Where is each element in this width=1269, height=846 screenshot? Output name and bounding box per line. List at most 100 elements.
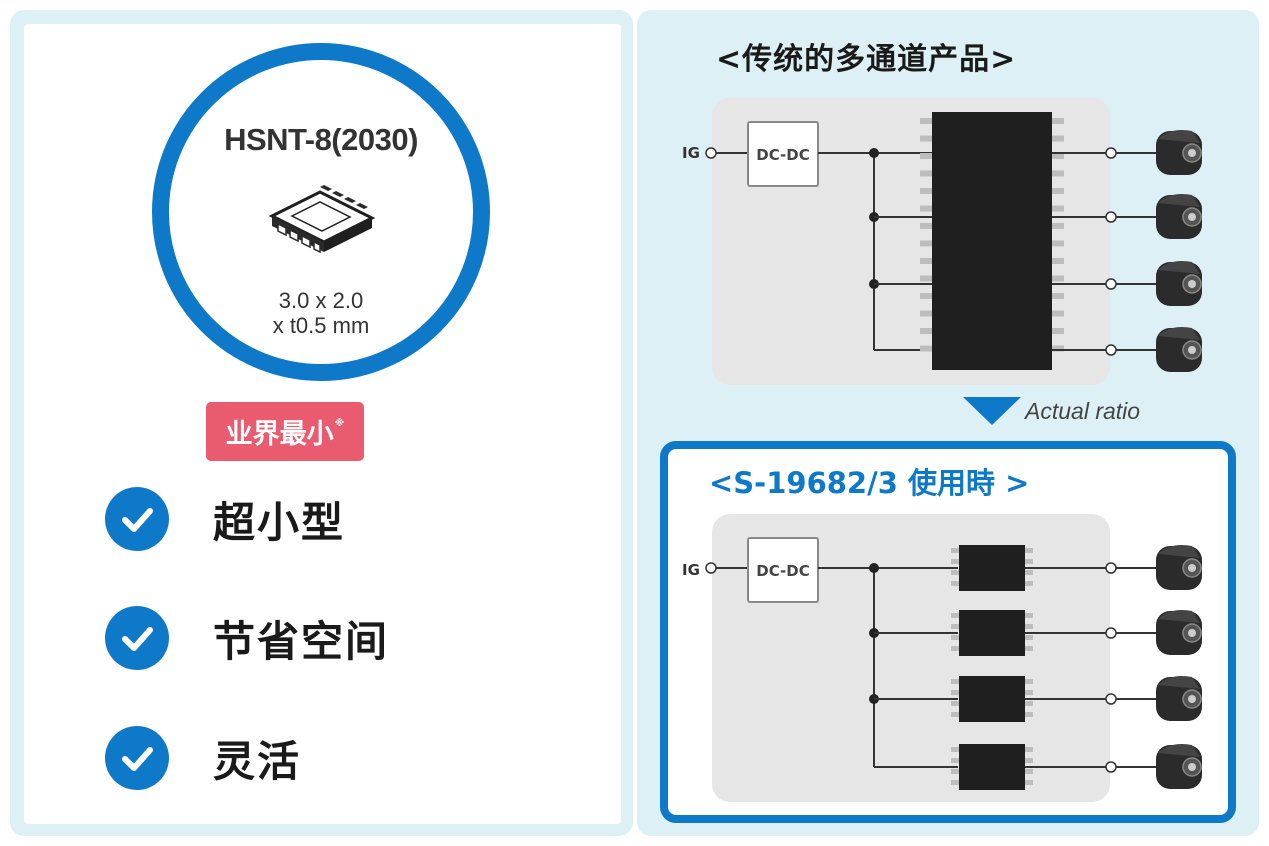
camera-module-icon (1156, 545, 1202, 590)
ic-pin (951, 747, 959, 752)
traditional-product-title: <传统的多通道产品> (716, 42, 1017, 77)
ic-pin (920, 328, 932, 334)
ic-pin (951, 712, 959, 717)
ic-pin (1025, 690, 1033, 695)
ic-pin (951, 581, 959, 586)
ic-pin (951, 780, 959, 785)
ic-pin (951, 701, 959, 706)
ic-pin (1025, 780, 1033, 785)
ic-pin (1052, 275, 1064, 282)
output-terminal (1105, 562, 1117, 574)
ic-pin (920, 135, 932, 142)
output-terminal (1105, 344, 1117, 356)
dc-dc-label: DC-DC (756, 146, 810, 164)
ic-pin (951, 548, 959, 553)
ig-terminal (705, 562, 717, 574)
ic-pin (951, 635, 959, 640)
ig-terminal (705, 147, 717, 159)
output-terminal (1105, 693, 1117, 705)
ic-pin (1025, 559, 1033, 564)
ic-pin (1025, 701, 1033, 706)
camera-module-icon (1156, 130, 1202, 175)
ic-pin (951, 690, 959, 695)
actual-ratio-label: Actual ratio (1025, 398, 1141, 424)
camera-module-icon (1156, 327, 1202, 372)
ic-pin (920, 223, 932, 229)
camera-module-icon (1156, 194, 1202, 239)
ic-pin (1025, 548, 1033, 553)
ic-pin (1052, 118, 1064, 124)
ic-pin (1052, 223, 1064, 229)
ic-pin (1025, 635, 1033, 640)
dc-dc-converter-box (747, 537, 819, 603)
ic-pin (951, 758, 959, 763)
output-terminal (1105, 761, 1117, 773)
check-circle-icon (105, 726, 169, 790)
camera-module-icon (1156, 744, 1202, 789)
ic-pin (1025, 758, 1033, 763)
dc-dc-label: DC-DC (756, 562, 810, 580)
ig-input-label: IG (682, 561, 700, 579)
ic-pin (1052, 240, 1064, 247)
output-terminal (1105, 211, 1117, 223)
traditional-circuit-diagram: IG DC-DC (682, 98, 1202, 385)
ic-pin (920, 205, 932, 212)
badge-label: 业界最小 (225, 419, 334, 450)
ic-pin (920, 188, 932, 194)
down-arrow-icon (963, 397, 1021, 425)
check-circle-icon (105, 487, 169, 551)
new-circuit-diagram: IG DC-DC (682, 514, 1202, 802)
feature-item: 灵活 (105, 725, 301, 791)
camera-module-icon (1156, 676, 1202, 721)
bus-node (869, 563, 879, 573)
ic-pin (1052, 135, 1064, 142)
ic-pin (1025, 747, 1033, 752)
ic-pin (920, 240, 932, 247)
ic-pin (1025, 646, 1033, 651)
ic-pin (951, 613, 959, 618)
ic-pin (920, 275, 932, 282)
multichannel-ic (932, 112, 1052, 370)
ic-pin (951, 570, 959, 575)
feature-label: 超小型 (213, 497, 346, 547)
ic-pin (1052, 345, 1064, 352)
feature-label: 节省空间 (213, 616, 390, 666)
ic-pin (920, 310, 932, 317)
ic-pin (1052, 258, 1064, 264)
package-dimension-line1: 3.0 x 2.0 (278, 288, 364, 313)
ic-pin (1025, 613, 1033, 618)
feature-item: 节省空间 (105, 605, 389, 671)
industry-smallest-badge: 业界最小※ (206, 402, 364, 461)
s-19682-ic (959, 545, 1025, 591)
ic-pin (951, 624, 959, 629)
ic-pin (1052, 328, 1064, 334)
ic-pin (1025, 769, 1033, 774)
ic-pin (1052, 153, 1064, 159)
feature-item: 超小型 (105, 486, 345, 552)
ic-pin (920, 293, 932, 299)
ig-input-label: IG (682, 144, 700, 162)
package-dimension-line2: x t0.5 mm (272, 313, 370, 338)
ic-pin (920, 170, 932, 177)
ic-pin (1025, 679, 1033, 684)
new-product-title: <S-19682/3 使用時 > (709, 466, 1030, 500)
bus-node (869, 148, 879, 158)
s-19682-ic (959, 676, 1025, 722)
output-terminal (1105, 147, 1117, 159)
ic-pin (1025, 581, 1033, 586)
s-19682-ic (959, 744, 1025, 790)
ic-pin (920, 153, 932, 159)
ic-pin (1025, 712, 1033, 717)
ic-pin (920, 118, 932, 124)
s-19682-ic (959, 610, 1025, 656)
ic-pin (1052, 205, 1064, 212)
ic-pin (1052, 188, 1064, 194)
ic-pin (951, 679, 959, 684)
feature-label: 灵活 (213, 736, 302, 786)
output-terminal (1105, 627, 1117, 639)
ic-pin (1052, 293, 1064, 299)
ic-pin (920, 258, 932, 264)
ic-pin (951, 769, 959, 774)
camera-module-icon (1156, 610, 1202, 655)
hsnt-chip-icon (268, 185, 376, 254)
